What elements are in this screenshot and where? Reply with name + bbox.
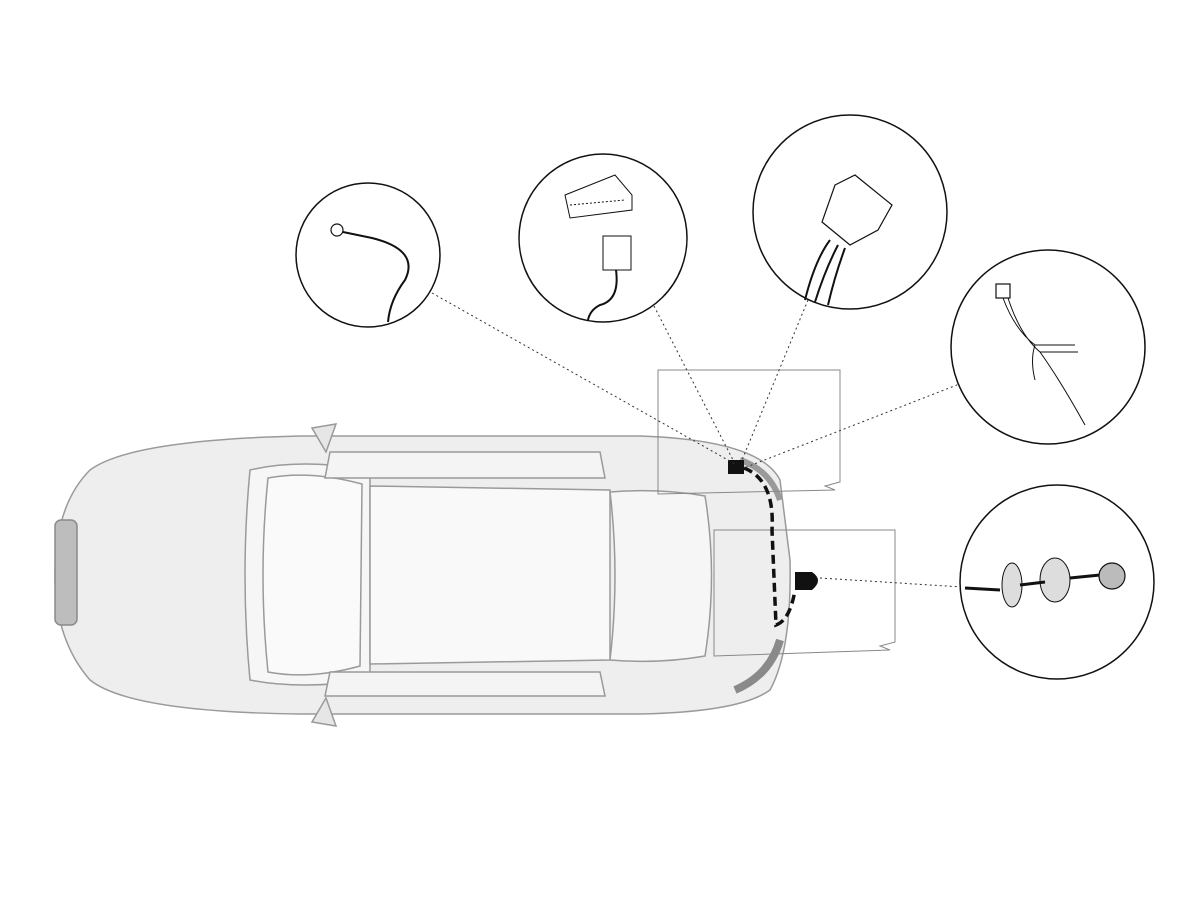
ring-terminal-icon (295, 182, 441, 328)
wire-leads-icon (950, 249, 1146, 445)
car-top-view (54, 423, 791, 727)
socket-icon (959, 484, 1155, 680)
leader-lines (431, 292, 963, 588)
plug-connector-icon (752, 114, 948, 310)
electronic-module-icon (518, 153, 688, 323)
detail-frames (657, 369, 896, 657)
wiring-harness (728, 460, 818, 628)
